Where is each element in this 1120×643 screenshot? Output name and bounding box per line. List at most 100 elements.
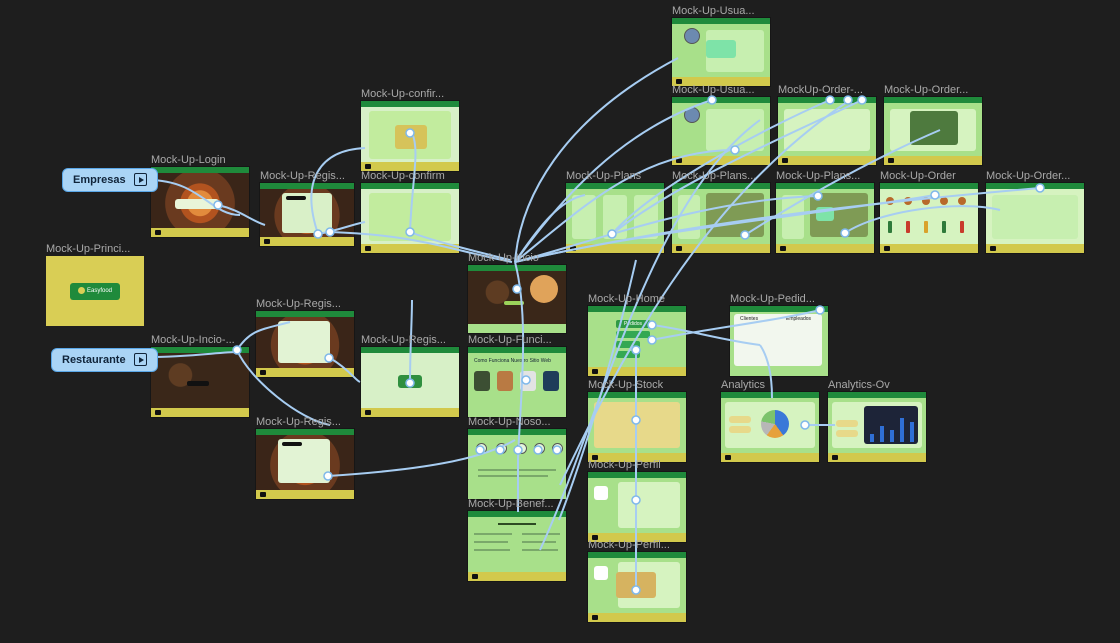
frame-label-order-3[interactable]: Mock-Up-Order xyxy=(880,170,956,182)
frame-noso[interactable] xyxy=(468,429,566,499)
frame-stock[interactable] xyxy=(588,392,686,462)
frame-funci[interactable]: Como Funciona Nuestro Sitio Web xyxy=(468,347,566,417)
footer-logo-icon xyxy=(782,158,788,163)
frame-regis-1[interactable] xyxy=(260,183,354,246)
avatar xyxy=(684,28,700,44)
order-table xyxy=(784,109,870,151)
easyfood-logo: Easyfood xyxy=(70,283,120,300)
frame-label-plans-1[interactable]: Mock-Up-Plans xyxy=(566,170,642,182)
plan-card xyxy=(572,195,596,239)
step-image-4 xyxy=(543,371,559,391)
frame-login[interactable] xyxy=(151,167,249,237)
col-header-clientes: Clientes xyxy=(740,316,759,322)
frame-home[interactable]: Pedidos xyxy=(588,306,686,376)
frame-order-1[interactable] xyxy=(778,97,876,165)
frame-label-home[interactable]: Mock-Up-Home xyxy=(588,293,666,305)
frame-label-regis-1[interactable]: Mock-Up-Regis... xyxy=(260,170,345,182)
frame-label-stock[interactable]: Mock-Up-Stock xyxy=(588,379,664,391)
flow-start-empresas[interactable]: Empresas xyxy=(62,168,158,192)
frame-analytics-ov[interactable] xyxy=(828,392,926,462)
frame-usua-1[interactable] xyxy=(672,18,770,86)
stock-table xyxy=(594,402,680,448)
footer-logo-icon xyxy=(260,492,266,497)
frame-label-perfil-1[interactable]: Mock-Up-Perfil xyxy=(588,459,661,471)
frame-footer xyxy=(256,490,354,499)
frame-label-noso[interactable]: Mock-Up-Noso... xyxy=(468,416,551,428)
frame-principal[interactable]: Easyfood xyxy=(46,256,144,326)
frame-label-pedid[interactable]: Mock-Up-Pedid... xyxy=(730,293,815,305)
avatar xyxy=(684,107,700,123)
frame-confirm-1[interactable] xyxy=(361,101,459,171)
connection-wire xyxy=(514,195,819,263)
chart-bar xyxy=(900,418,904,442)
frame-label-analytics[interactable]: Analytics xyxy=(721,379,766,391)
frame-label-plans-3[interactable]: Mock-Up-Plans... xyxy=(776,170,861,182)
frame-perfil-1[interactable] xyxy=(588,472,686,542)
frame-label-regis-3[interactable]: Mock-Up-Regis... xyxy=(361,334,446,346)
frame-label-analytics-ov[interactable]: Analytics-Ov xyxy=(828,379,890,391)
text-line xyxy=(522,541,556,543)
frame-label-usua-2[interactable]: Mock-Up-Usua... xyxy=(672,84,755,96)
frame-regis-4[interactable] xyxy=(256,429,354,499)
frame-order-4[interactable] xyxy=(986,183,1084,253)
frame-label-incio[interactable]: Mock-Up-Incio xyxy=(468,252,539,264)
frame-label-order-4[interactable]: Mock-Up-Order... xyxy=(986,170,1071,182)
frame-header xyxy=(884,97,982,103)
frame-label-regis-2[interactable]: Mock-Up-Regis... xyxy=(256,298,341,310)
confirm-box xyxy=(395,125,427,149)
frame-header xyxy=(776,183,874,189)
frame-header xyxy=(880,183,978,189)
frame-header xyxy=(151,167,249,173)
frame-label-regis-4[interactable]: Mock-Up-Regis... xyxy=(256,416,341,428)
frame-header xyxy=(566,183,664,189)
text-line xyxy=(522,549,558,551)
frame-label-confirm-2[interactable]: Mock-Up-confirm xyxy=(361,170,445,182)
frame-label-order-2[interactable]: Mock-Up-Order... xyxy=(884,84,969,96)
section-heading: Como Funciona Nuestro Sitio Web xyxy=(474,358,551,364)
frame-header xyxy=(468,429,566,435)
frame-regis-3[interactable] xyxy=(361,347,459,417)
frame-footer xyxy=(672,77,770,86)
frame-header xyxy=(468,347,566,353)
footer-logo-icon xyxy=(780,246,786,251)
logo-text: Easyfood xyxy=(86,288,113,294)
frame-label-plans-2[interactable]: Mock-Up-Plans... xyxy=(672,170,757,182)
frame-regis-2[interactable] xyxy=(256,311,354,377)
wood-photo xyxy=(151,353,249,408)
frame-perfil-2[interactable] xyxy=(588,552,686,622)
title-line xyxy=(498,523,536,525)
frame-order-3[interactable] xyxy=(880,183,978,253)
frame-label-funci[interactable]: Mock-Up-Funci... xyxy=(468,334,552,346)
frame-label-confirm-1[interactable]: Mock-Up-confir... xyxy=(361,88,445,100)
frame-label-benef[interactable]: Mock-Up-Benef... xyxy=(468,498,554,510)
frame-footer xyxy=(778,156,876,165)
frame-label-login[interactable]: Mock-Up-Login xyxy=(151,154,226,166)
footer-logo-icon xyxy=(264,239,270,244)
analytics-button xyxy=(729,416,751,423)
footer-logo-icon xyxy=(888,158,894,163)
frame-incio[interactable] xyxy=(468,265,566,333)
frame-label-usua-1[interactable]: Mock-Up-Usua... xyxy=(672,5,755,17)
frame-header xyxy=(672,18,770,24)
frame-header xyxy=(260,183,354,189)
frame-order-2[interactable] xyxy=(884,97,982,165)
frame-label-perfil-2[interactable]: Mock-Up-Perfil... xyxy=(588,539,670,551)
frame-confirm-2[interactable] xyxy=(361,183,459,253)
flow-start-restaurante[interactable]: Restaurante xyxy=(51,348,158,372)
frame-benef[interactable] xyxy=(468,511,566,581)
menu-button xyxy=(616,351,640,358)
frame-plans-2[interactable] xyxy=(672,183,770,253)
frame-label-order-1[interactable]: MockUp-Order-... xyxy=(778,84,863,96)
frame-analytics[interactable] xyxy=(721,392,819,462)
register-form xyxy=(278,439,330,483)
frame-label-incio-rest[interactable]: Mock-Up-Incio-... xyxy=(151,334,235,346)
frame-pedidos[interactable]: Clientes Empleados xyxy=(730,306,828,376)
success-box xyxy=(398,375,422,388)
frame-label-principal[interactable]: Mock-Up-Princi... xyxy=(46,243,131,255)
frame-plans-1[interactable] xyxy=(566,183,664,253)
frame-incio-rest[interactable] xyxy=(151,347,249,417)
cta-button xyxy=(504,301,524,305)
frame-usua-2[interactable] xyxy=(672,97,770,165)
frame-plans-3[interactable] xyxy=(776,183,874,253)
